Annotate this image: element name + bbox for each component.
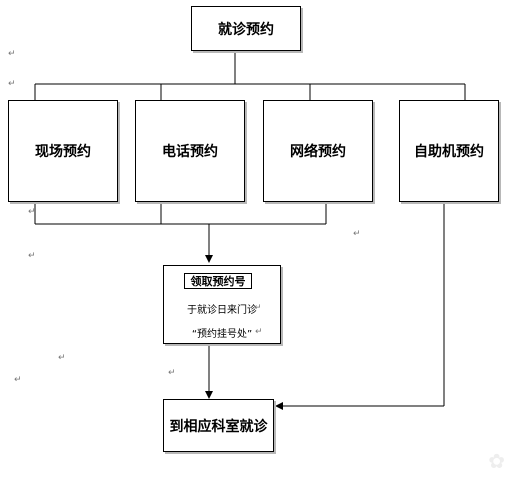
node-pickup-number bbox=[163, 265, 281, 344]
paragraph-mark: ↵ bbox=[168, 368, 176, 378]
node-web-appointment: 网络预约 bbox=[263, 100, 373, 202]
paragraph-mark: ↵ bbox=[255, 327, 263, 337]
node-appointment-label: 就诊预约 bbox=[218, 21, 274, 38]
node-kiosk-label: 自助机预约 bbox=[414, 144, 484, 160]
node-visit-label: 到相应科室就诊 bbox=[169, 418, 268, 435]
node-phone-label: 电话预约 bbox=[162, 144, 218, 160]
arrowhead-to-pickup bbox=[205, 255, 213, 263]
node-onsite-appointment: 现场预约 bbox=[8, 100, 118, 202]
node-onsite-label: 现场预约 bbox=[35, 144, 91, 160]
paragraph-mark: ↵ bbox=[58, 353, 66, 363]
node-visit-department: 到相应科室就诊 bbox=[163, 399, 274, 452]
paragraph-mark: ↵ bbox=[8, 49, 16, 59]
node-kiosk-appointment: 自助机预约 bbox=[399, 100, 499, 202]
arrowhead-to-final bbox=[205, 391, 213, 399]
node-web-label: 网络预约 bbox=[290, 144, 346, 160]
arrowhead-kiosk-to-final bbox=[275, 402, 283, 410]
paragraph-mark: ↵ bbox=[8, 79, 16, 89]
paragraph-mark: ↵ bbox=[28, 207, 36, 217]
watermark-logo: ✿ bbox=[488, 449, 505, 473]
paragraph-mark: ↵ bbox=[254, 303, 262, 313]
paragraph-mark: ↵ bbox=[14, 375, 22, 385]
node-phone-appointment: 电话预约 bbox=[135, 100, 245, 202]
node-appointment: 就诊预约 bbox=[191, 6, 301, 51]
node-pickup-line-1: 于就诊日来门诊 bbox=[187, 305, 257, 316]
node-pickup-line-2: “预约挂号处” bbox=[191, 329, 253, 340]
node-pickup-title: 领取预约号 bbox=[184, 273, 252, 289]
paragraph-mark: ↵ bbox=[353, 229, 361, 239]
paragraph-mark: ↵ bbox=[28, 251, 36, 261]
